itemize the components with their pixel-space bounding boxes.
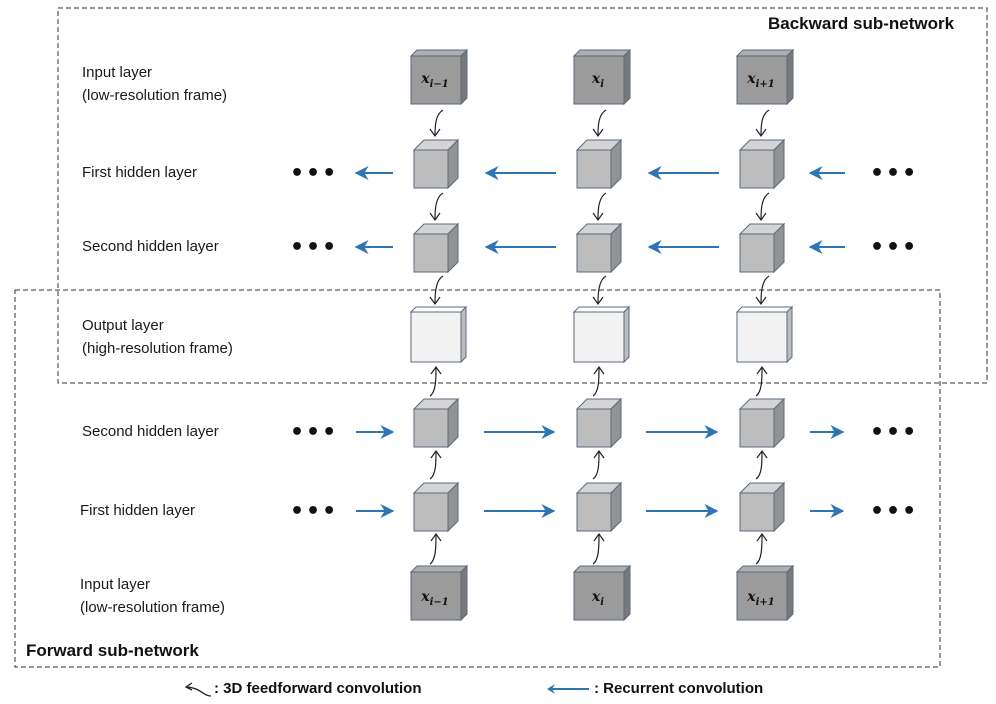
ellipsis-right-forward-h1: ••• [870,499,919,524]
backward-input-cube: xi [572,48,632,106]
backward-hidden2-cube [738,222,786,274]
forward-hidden1-cube [575,481,623,533]
ellipsis-right-backward-h2: ••• [870,235,919,260]
backward-input-cube: xi+1 [735,48,795,106]
forward-input-cube: xi [572,564,632,622]
recurrent-legend-label: : Recurrent convolution [594,680,764,697]
backward-input-cube: xi−1 [409,48,469,106]
forward-hidden1-cube [412,481,460,533]
feedforward-arrow [429,532,442,565]
forward-subnetwork-title: Forward sub-network [26,641,199,660]
feedforward-arrow [429,192,444,222]
backward-first-hidden-label: First hidden layer [82,164,198,181]
forward-second-hidden-label: Second hidden layer [82,423,219,440]
forward-hidden2-cube [738,397,786,449]
feedforward-arrow [429,365,442,397]
ellipsis-left-forward-h1: ••• [290,499,339,524]
feedforward-arrow [592,109,607,138]
backward-second-hidden-label: Second hidden layer [82,238,219,255]
feedforward-arrow [592,365,605,397]
backward-input-layer-label: Input layer (low-resolution frame) [82,64,228,104]
forward-input-cube: xi+1 [735,564,795,622]
backward-hidden2-cube [575,222,623,274]
forward-first-hidden-label: First hidden layer [80,502,196,519]
feedforward-arrow [592,532,605,565]
forward-hidden1-cube [738,481,786,533]
output-cube [735,305,794,364]
feedforward-arrow [592,449,605,480]
ellipsis-right-forward-h2: ••• [870,420,919,445]
ellipsis-left-backward-h2: ••• [290,235,339,260]
backward-subnetwork-title: Backward sub-network [768,14,955,33]
backward-hidden1-cube [738,138,786,190]
backward-subnetwork-box [57,7,988,384]
feedforward-arrow [755,365,768,397]
feedforward-arrow [429,109,444,138]
ellipsis-left-forward-h2: ••• [290,420,339,445]
ellipsis-left-backward-h1: ••• [290,161,339,186]
feedforward-arrow [755,192,770,222]
feedforward-arrow [755,109,770,138]
forward-hidden2-cube [412,397,460,449]
forward-subnetwork-box [14,289,941,668]
feedforward-arrow [755,532,768,565]
forward-hidden2-cube [575,397,623,449]
forward-input-layer-label: Input layer (low-resolution frame) [80,576,226,616]
output-cube [572,305,631,364]
backward-hidden1-cube [412,138,460,190]
feedforward-arrow [592,275,607,306]
backward-hidden1-cube [575,138,623,190]
feedforward-arrow [429,275,444,306]
backward-hidden2-cube [412,222,460,274]
recurrent-legend-icon [547,684,589,694]
feedforward-legend-label: : 3D feedforward convolution [214,680,422,697]
forward-input-cube: xi−1 [409,564,469,622]
feedforward-legend-icon [184,682,212,697]
output-cube [409,305,468,364]
ellipsis-right-backward-h1: ••• [870,161,919,186]
feedforward-arrow [755,449,768,480]
output-layer-label: Output layer (high-resolution frame) [82,317,233,357]
feedforward-arrow [592,192,607,222]
feedforward-arrow [429,449,442,480]
feedforward-arrow [755,275,770,306]
